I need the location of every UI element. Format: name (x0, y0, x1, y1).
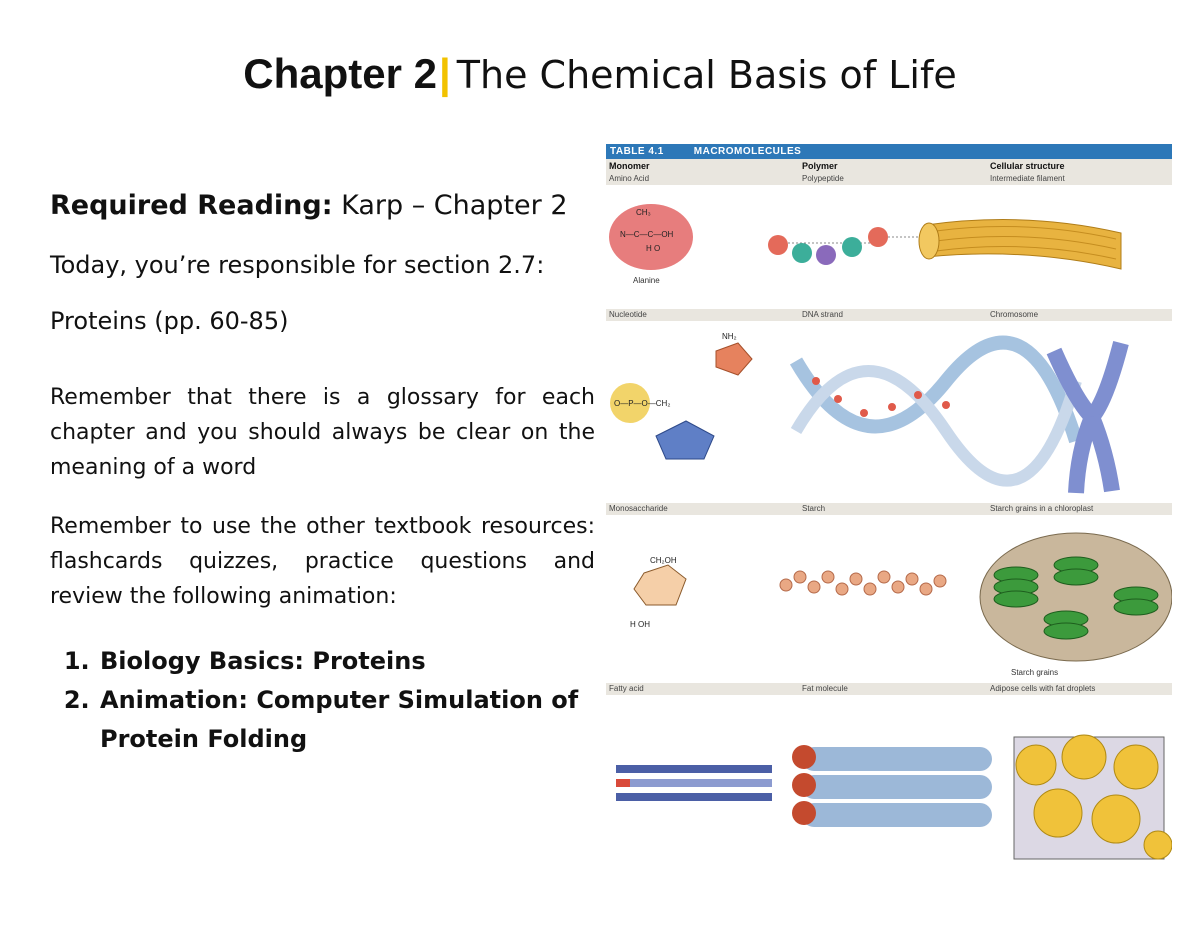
bead-5 (868, 227, 888, 247)
row1-structure: Intermediate filament (990, 174, 1065, 183)
svg-text:NH₂: NH₂ (722, 332, 737, 341)
table-label: TABLE 4.1 (610, 146, 664, 157)
bead-3 (816, 245, 836, 265)
starch-illustration: CH₂OH H OH Starch grains (630, 532, 1173, 677)
row-monosaccharide: CH₂OH H OH Starch grains (606, 515, 1173, 683)
col-monomer: Monomer (609, 161, 650, 171)
glossary-note: Remember that there is a glossary for ea… (50, 385, 595, 480)
svg-text:CH₃: CH₃ (636, 208, 651, 217)
row4-structure: Adipose cells with fat droplets (990, 684, 1096, 693)
starch-grains-caption: Starch grains (1011, 668, 1058, 677)
row-label-fatty-acid: Fatty acid Fat molecule Adipose cells wi… (606, 683, 1172, 695)
macromolecules-figure: TABLE 4.1 MACROMOLECULES Monomer Polymer … (606, 144, 1173, 860)
required-reading-label: Required Reading: (50, 190, 333, 221)
chromosome-icon (1046, 340, 1129, 494)
fat-illustration (616, 734, 1173, 860)
today-section: Today, you’re responsible for section 2.… (50, 251, 545, 279)
row-label-monosaccharide: Monosaccharide Starch Starch grains in a… (606, 503, 1172, 515)
proteins-pages: Proteins (pp. 60-85) (50, 307, 289, 335)
chapter-number: Chapter 2 (243, 50, 438, 97)
chapter-subtitle: The Chemical Basis of Life (456, 53, 957, 97)
alanine-caption: Alanine (633, 276, 660, 285)
column-headers: Monomer Polymer Cellular structure (606, 159, 1172, 173)
bead-1 (768, 235, 788, 255)
bead-2 (792, 243, 812, 263)
row-label-nucleotide: Nucleotide DNA strand Chromosome (606, 309, 1172, 321)
required-reading: Required Reading: Karp – Chapter 2 (50, 186, 595, 226)
row-fatty-acid (606, 695, 1173, 875)
row2-monomer: Nucleotide (609, 310, 647, 319)
reading-panel: Required Reading: Karp – Chapter 2 Today… (50, 186, 595, 759)
intermediate-filament-icon (918, 219, 1122, 270)
row4-polymer: Fat molecule (802, 684, 848, 693)
table-title: MACROMOLECULES (693, 146, 802, 157)
col-polymer: Polymer (802, 161, 838, 171)
row-label-amino: Amino Acid Polypeptide Intermediate fila… (606, 173, 1172, 185)
nucleotide-illustration: O—P—O—CH₂ NH₂ (610, 332, 1129, 494)
animation-list: Biology Basics: Proteins Animation: Comp… (50, 642, 595, 759)
row3-monomer: Monosaccharide (609, 504, 668, 513)
table-header-bar: TABLE 4.1 MACROMOLECULES (606, 144, 1172, 159)
bead-4 (842, 237, 862, 257)
svg-text:H O: H O (646, 244, 660, 253)
row3-structure: Starch grains in a chloroplast (990, 504, 1094, 513)
title-separator: | (439, 50, 451, 97)
animation-link-2[interactable]: Animation: Computer Simulation of Protei… (98, 681, 595, 759)
page-title: Chapter 2|The Chemical Basis of Life (0, 50, 1200, 99)
row2-structure: Chromosome (990, 310, 1039, 319)
amino-acid-illustration: CH₃ N—C—C—OH H O Alanine (609, 204, 1122, 285)
row-nucleotide: O—P—O—CH₂ NH₂ (606, 321, 1172, 503)
col-structure: Cellular structure (990, 161, 1065, 171)
row4-monomer: Fatty acid (609, 684, 644, 693)
animation-link-1[interactable]: Biology Basics: Proteins (98, 642, 595, 681)
svg-text:H OH: H OH (630, 620, 650, 629)
svg-text:O—P—O—CH₂: O—P—O—CH₂ (614, 399, 670, 408)
row1-monomer: Amino Acid (609, 174, 650, 183)
row3-polymer: Starch (802, 504, 826, 513)
svg-text:CH₂OH: CH₂OH (650, 556, 677, 565)
svg-text:N—C—C—OH: N—C—C—OH (620, 230, 674, 239)
row-amino-acid: CH₃ N—C—C—OH H O Alanine (606, 185, 1172, 309)
row2-polymer: DNA strand (802, 310, 843, 319)
resources-note: Remember to use the other textbook resou… (50, 514, 595, 609)
row1-polymer: Polypeptide (802, 174, 844, 183)
required-reading-text: Karp – Chapter 2 (341, 190, 568, 221)
